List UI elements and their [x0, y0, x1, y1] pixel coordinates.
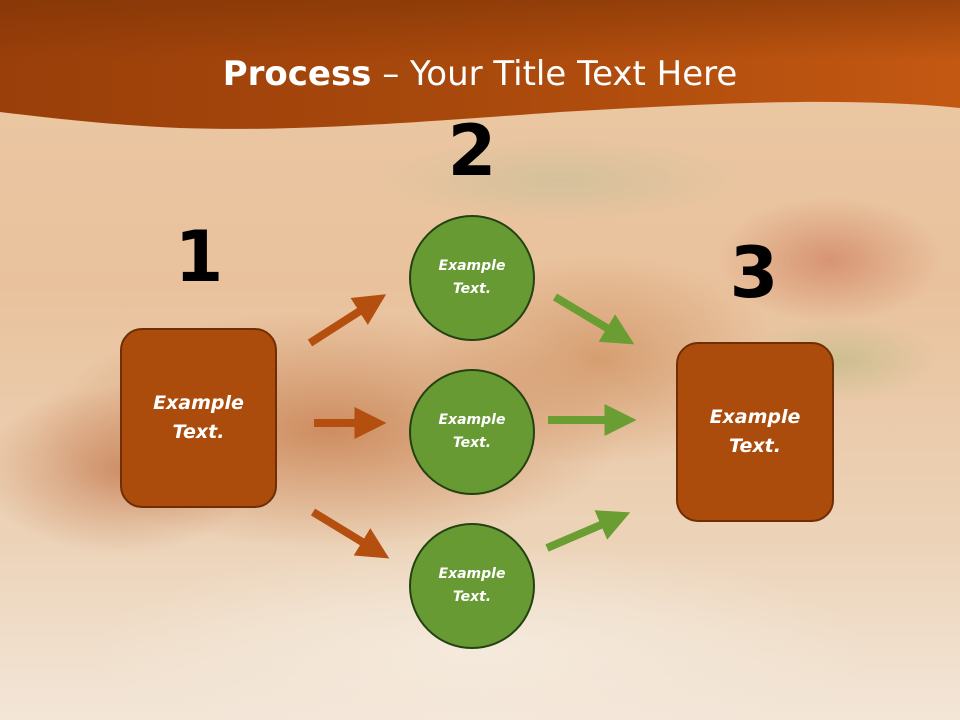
circle-bottom: Example Text. — [409, 523, 535, 649]
title-rest: – Your Title Text Here — [371, 54, 738, 94]
header-banner — [0, 0, 960, 129]
title-bold: Process — [222, 54, 372, 94]
step-number-2: 2 — [447, 110, 497, 192]
circle-top-text: Example Text. — [438, 258, 506, 297]
end-box: Example Text. — [676, 342, 834, 522]
arrow-to-circle-top — [307, 294, 387, 347]
start-box-text: Example Text. — [153, 392, 244, 443]
arrow-to-circle-bottom — [310, 508, 390, 559]
step-number-3: 3 — [729, 232, 779, 314]
step-number-1: 1 — [174, 216, 224, 298]
end-box-text: Example Text. — [709, 406, 801, 457]
circle-bottom-text: Example Text. — [438, 566, 506, 605]
start-box: Example Text. — [120, 328, 277, 508]
circle-middle-text: Example Text. — [438, 412, 506, 451]
slide-title: Process – Your Title Text Here — [0, 52, 960, 96]
arrow-from-circle-top — [552, 293, 635, 345]
circle-middle: Example Text. — [409, 369, 535, 495]
arrow-from-circle-bottom — [545, 510, 631, 552]
circle-top: Example Text. — [409, 215, 535, 341]
